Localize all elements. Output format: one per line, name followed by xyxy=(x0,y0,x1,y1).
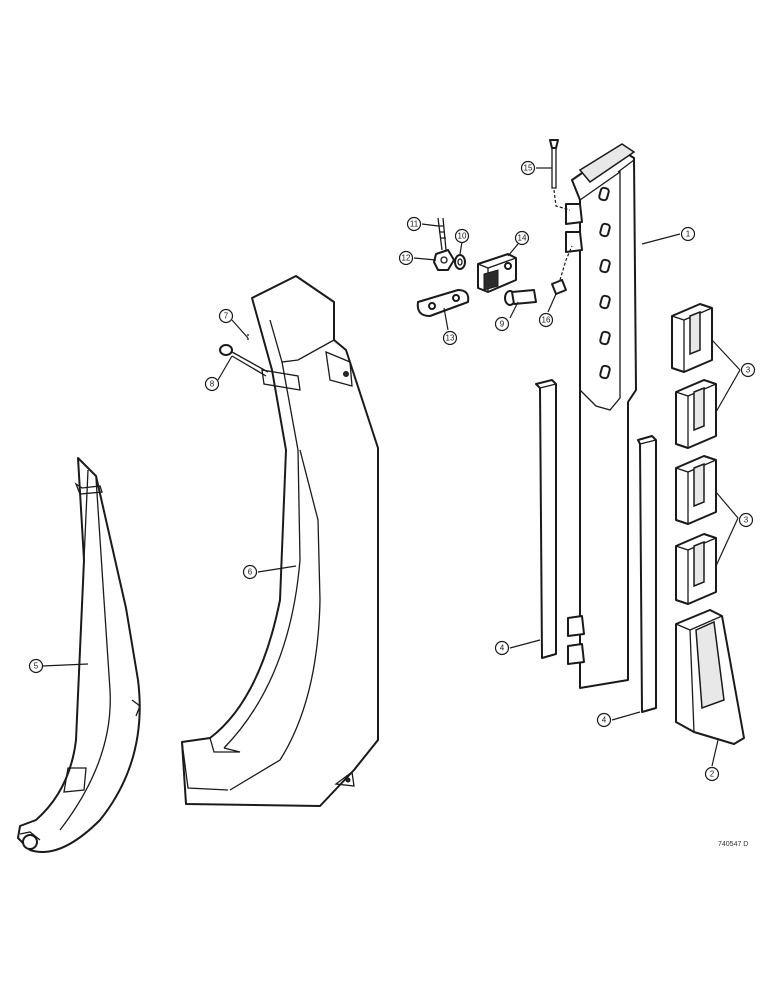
part-3-shank-protector xyxy=(675,455,717,525)
part-3-shank-protector xyxy=(675,379,717,449)
callout-7: 7 xyxy=(218,308,234,324)
part-4-wear-strip-right xyxy=(637,435,657,713)
callout-11: 11 xyxy=(406,216,422,232)
part-16-nut xyxy=(551,245,573,295)
svg-text:13: 13 xyxy=(446,334,455,343)
svg-text:2: 2 xyxy=(710,770,715,779)
part-9-pin xyxy=(504,289,537,306)
part-3-shank-protector xyxy=(675,533,717,605)
callout-14: 14 xyxy=(514,230,530,246)
callout-6: 6 xyxy=(242,564,258,580)
svg-text:3: 3 xyxy=(746,366,751,375)
svg-text:15: 15 xyxy=(524,164,533,173)
part-1-shank xyxy=(565,143,637,689)
part-5-shank-guard xyxy=(17,457,141,853)
callout-5: 5 xyxy=(28,658,44,674)
callout-10: 10 xyxy=(454,228,470,244)
svg-text:4: 4 xyxy=(500,644,505,653)
part-12-nut xyxy=(433,249,455,271)
part-8-pin xyxy=(219,344,269,377)
svg-text:5: 5 xyxy=(34,662,39,671)
part-6-shank-guard xyxy=(181,275,379,807)
part-10-washer xyxy=(454,254,466,270)
svg-text:6: 6 xyxy=(248,568,253,577)
callout-4: 4 xyxy=(596,712,612,728)
svg-text:11: 11 xyxy=(410,220,419,229)
part-2-tooth xyxy=(675,609,745,745)
callout-8: 8 xyxy=(204,376,220,392)
callout-12: 12 xyxy=(398,250,414,266)
callout-3: 3 xyxy=(740,362,756,378)
part-3-shank-protector xyxy=(671,303,713,373)
svg-text:9: 9 xyxy=(500,320,505,329)
svg-text:1: 1 xyxy=(686,230,691,239)
leader-lines xyxy=(41,167,741,767)
reference-code: 740547 D xyxy=(718,841,748,848)
svg-text:16: 16 xyxy=(542,316,551,325)
callout-13: 13 xyxy=(442,330,458,346)
svg-text:7: 7 xyxy=(224,312,229,321)
svg-text:8: 8 xyxy=(210,380,215,389)
part-14-clevis xyxy=(477,253,517,293)
callout-16: 16 xyxy=(538,312,554,328)
svg-text:12: 12 xyxy=(402,254,411,263)
svg-text:4: 4 xyxy=(602,716,607,725)
callout-3: 3 xyxy=(738,512,754,528)
part-13-link-plate xyxy=(416,289,470,317)
part-15-bolt xyxy=(549,139,571,211)
callout-9: 9 xyxy=(494,316,510,332)
part-11-bolt xyxy=(437,217,447,251)
callout-2: 2 xyxy=(704,766,720,782)
svg-text:14: 14 xyxy=(518,234,527,243)
svg-text:3: 3 xyxy=(744,516,749,525)
callout-4: 4 xyxy=(494,640,510,656)
part-4-wear-strip-left xyxy=(535,379,557,659)
callout-1: 1 xyxy=(680,226,696,242)
callout-15: 15 xyxy=(520,160,536,176)
svg-text:10: 10 xyxy=(458,232,467,241)
